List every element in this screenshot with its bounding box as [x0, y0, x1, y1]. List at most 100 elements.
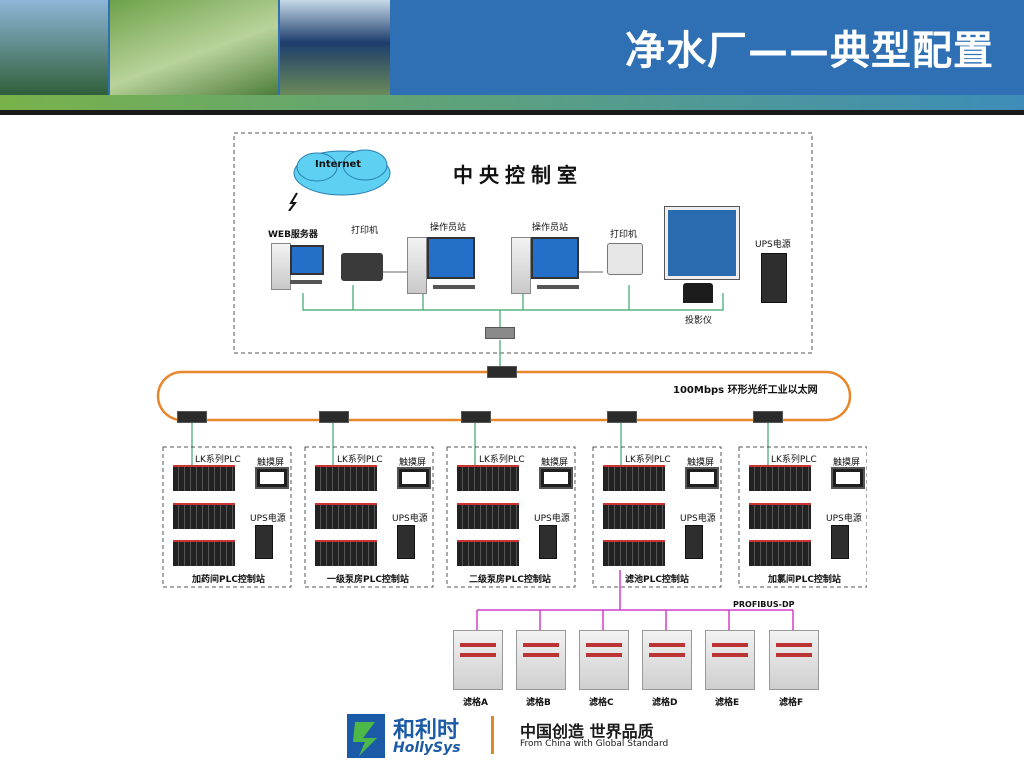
station2-touch-label: 触摸屏 [399, 458, 427, 468]
station2-ups-label: UPS电源 [392, 514, 428, 524]
operator1-monitor-icon [427, 237, 475, 279]
station4-ups-label: UPS电源 [680, 514, 716, 524]
filter-b-label: 滤格B [526, 698, 551, 708]
printer2-icon [607, 243, 643, 275]
station4-touchscreen-icon [685, 467, 719, 489]
station5-plc-rack-3 [749, 540, 811, 566]
station5-ups-label: UPS电源 [826, 514, 862, 524]
filter-d-label: 滤格D [652, 698, 678, 708]
station2-touchscreen-icon [397, 467, 431, 489]
operator1-tower-icon [407, 237, 427, 294]
printer1-label: 打印机 [351, 226, 379, 236]
web-server-monitor-icon [290, 245, 324, 275]
slide-header: 净水厂——典型配置 [0, 0, 1024, 110]
station5-plc-rack-2 [749, 503, 811, 529]
ups-center-icon [761, 253, 787, 303]
station3-touchscreen-icon [539, 467, 573, 489]
station2-plc-rack-3 [315, 540, 377, 566]
station3-ups-label: UPS电源 [534, 514, 570, 524]
operator2-monitor-icon [531, 237, 579, 279]
printer2-label: 打印机 [610, 230, 638, 240]
internet-label: Internet [315, 159, 362, 170]
station3-plc-rack-1 [457, 465, 519, 491]
station2-plc-rack-1 [315, 465, 377, 491]
station4-touch-label: 触摸屏 [687, 458, 715, 468]
station5-name: 加氯间PLC控制站 [768, 575, 841, 585]
filter-cabinet-b-icon [516, 630, 566, 690]
web-server-tower-icon [271, 243, 291, 290]
station5-plc-label: LK系列PLC [771, 455, 817, 465]
station5-plc-rack-1 [749, 465, 811, 491]
station3-touch-label: 触摸屏 [541, 458, 569, 468]
operator1-label: 操作员站 [430, 223, 467, 233]
station4-plc-rack-2 [603, 503, 665, 529]
station1-touch-label: 触摸屏 [257, 458, 285, 468]
station2-plc-rack-2 [315, 503, 377, 529]
operator2-label: 操作员站 [532, 223, 569, 233]
slogan-english: From China with Global Standard [520, 739, 669, 749]
station1-ups-label: UPS电源 [250, 514, 286, 524]
ring-switch-2-icon [319, 411, 349, 423]
operator1-keyboard-icon [433, 285, 475, 289]
profibus-label: PROFIBUS-DP [733, 600, 795, 609]
filter-cabinet-a-icon [453, 630, 503, 690]
brand-name: HollySys [393, 740, 461, 756]
ring-switch-4-icon [607, 411, 637, 423]
central-switch-icon [485, 327, 515, 339]
filter-f-label: 滤格F [779, 698, 804, 708]
station5-ups-icon [831, 525, 849, 559]
filter-cabinet-d-icon [642, 630, 692, 690]
brand-script: 和利时 [393, 717, 460, 743]
operator2-keyboard-icon [537, 285, 579, 289]
header-divider [0, 110, 1024, 115]
station5-touchscreen-icon [831, 467, 865, 489]
projector-icon [683, 283, 713, 303]
projector-screen-icon [664, 206, 740, 280]
station3-name: 二级泵房PLC控制站 [469, 575, 551, 585]
header-accent-strip [0, 95, 1024, 110]
filter-cabinet-c-icon [579, 630, 629, 690]
header-photo-clarifier [0, 0, 108, 95]
filter-c-label: 滤格C [589, 698, 614, 708]
station1-plc-rack-2 [173, 503, 235, 529]
station4-name: 滤池PLC控制站 [625, 575, 689, 585]
filter-cabinet-f-icon [769, 630, 819, 690]
ring-switch-top-icon [487, 366, 517, 378]
station1-touchscreen-icon [255, 467, 289, 489]
printer1-icon [341, 253, 383, 281]
station2-plc-label: LK系列PLC [337, 455, 383, 465]
header-photo-basins [280, 0, 390, 95]
station1-plc-rack-1 [173, 465, 235, 491]
web-server-label: WEB服务器 [268, 230, 318, 240]
network-diagram: Internet 中央控制室 WEB服务器 打印机 操作员站 操作员站 打印机 … [155, 125, 867, 710]
station4-plc-label: LK系列PLC [625, 455, 671, 465]
footer-divider [491, 716, 494, 754]
filter-cabinet-e-icon [705, 630, 755, 690]
station4-plc-rack-1 [603, 465, 665, 491]
station4-plc-rack-3 [603, 540, 665, 566]
station3-plc-rack-2 [457, 503, 519, 529]
station4-ups-icon [685, 525, 703, 559]
station3-plc-rack-3 [457, 540, 519, 566]
slogan: 中国创造 世界品质 [520, 722, 654, 741]
station5-touch-label: 触摸屏 [833, 458, 861, 468]
central-room-title: 中央控制室 [453, 163, 583, 187]
ups-center-label: UPS电源 [755, 240, 791, 250]
page-title: 净水厂——典型配置 [625, 28, 994, 74]
station1-name: 加药间PLC控制站 [192, 575, 265, 585]
station1-plc-label: LK系列PLC [195, 455, 241, 465]
internet-cloud-icon [288, 149, 391, 211]
ring-switch-5-icon [753, 411, 783, 423]
hollysys-logo: 和利时 HollySys [345, 710, 485, 766]
station3-plc-label: LK系列PLC [479, 455, 525, 465]
header-photo-plant-aerial [110, 0, 278, 95]
station3-ups-icon [539, 525, 557, 559]
station2-ups-icon [397, 525, 415, 559]
operator2-tower-icon [511, 237, 531, 294]
station1-plc-rack-3 [173, 540, 235, 566]
station2-name: 一级泵房PLC控制站 [327, 575, 409, 585]
hollysys-mark-icon [347, 714, 385, 758]
ring-network-label: 100Mbps 环形光纤工业以太网 [673, 385, 818, 396]
ring-switch-3-icon [461, 411, 491, 423]
filter-a-label: 滤格A [463, 698, 488, 708]
